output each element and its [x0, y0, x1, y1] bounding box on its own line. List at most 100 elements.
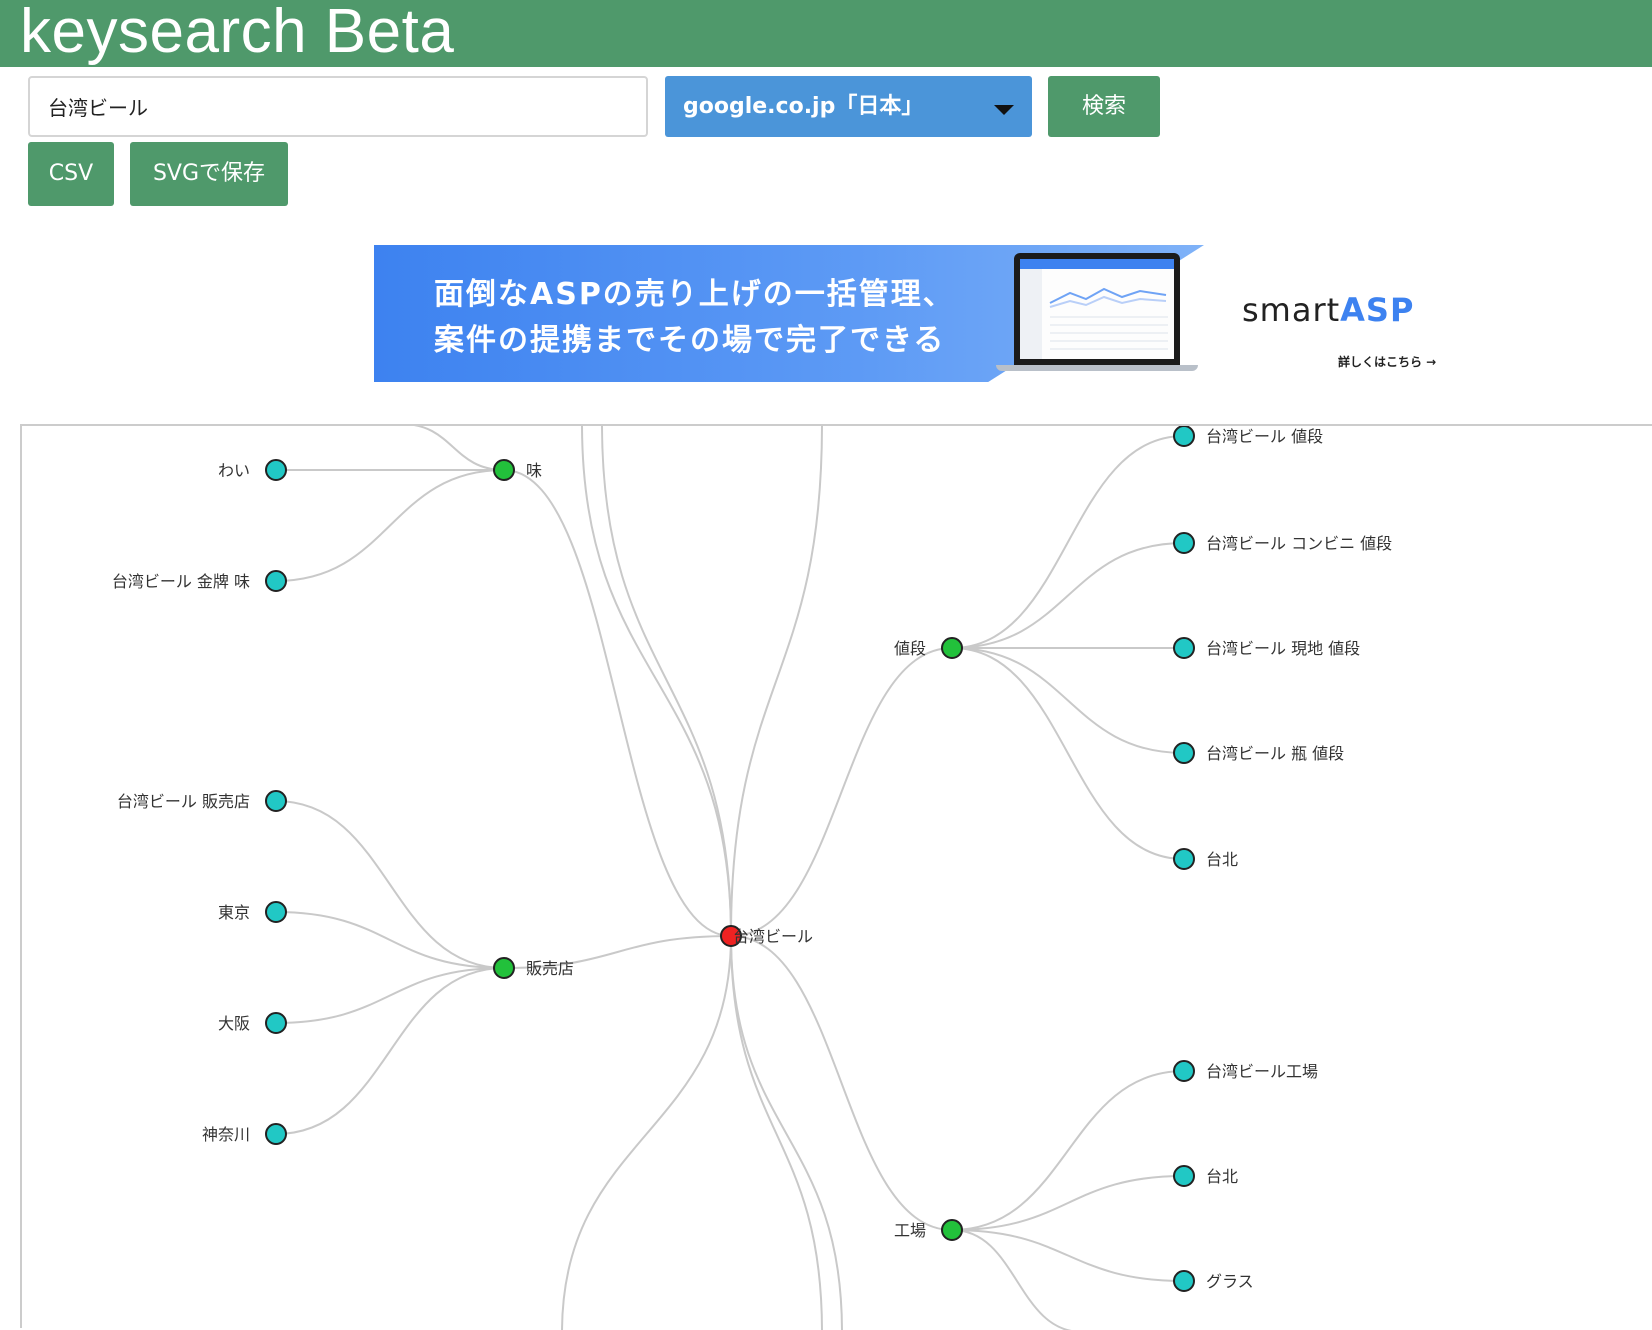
link-root-offscreen-bottom-2 — [730, 935, 823, 1330]
link-root-offscreen-top-2 — [601, 426, 732, 937]
leaf-node-13-circle[interactable] — [1173, 1270, 1195, 1292]
link-root-group-1 — [503, 935, 732, 969]
group-node-0[interactable]: 味 — [493, 459, 542, 481]
leaf-node-12[interactable]: 台北 — [1173, 1165, 1238, 1187]
leaf-node-2[interactable]: 台湾ビール 販売店 — [117, 790, 287, 812]
leaf-node-0[interactable]: わい — [218, 459, 287, 481]
leaf-node-4[interactable]: 大阪 — [218, 1012, 287, 1034]
group-node-3-circle[interactable] — [941, 1219, 963, 1241]
domain-select-value: google.co.jp「日本」 — [683, 94, 924, 119]
leaf-node-13[interactable]: グラス — [1173, 1270, 1254, 1292]
group-node-2-label: 値段 — [894, 639, 926, 658]
link-root-offscreen-top-3 — [730, 426, 823, 937]
link-root-offscreen-bottom-3 — [730, 935, 843, 1330]
link-root-group-3 — [730, 935, 953, 1231]
group-node-2[interactable]: 値段 — [894, 637, 963, 659]
leaf-node-0-circle[interactable] — [265, 459, 287, 481]
leaf-node-6-label: 台湾ビール 値段 — [1206, 427, 1323, 446]
leaf-node-2-circle[interactable] — [265, 790, 287, 812]
leaf-node-2-label: 台湾ビール 販売店 — [117, 792, 250, 811]
group-node-0-circle[interactable] — [493, 459, 515, 481]
laptop-base — [996, 365, 1198, 371]
leaf-node-12-circle[interactable] — [1173, 1165, 1195, 1187]
link-group-leaf-1 — [275, 469, 505, 582]
leaf-node-9-circle[interactable] — [1173, 742, 1195, 764]
leaf-node-10-circle[interactable] — [1173, 848, 1195, 870]
link-group-leaf-11 — [951, 1070, 1185, 1231]
link-group-leaf-9 — [951, 647, 1185, 754]
link-group-leaf-4 — [275, 967, 505, 1024]
leaf-node-12-label: 台北 — [1206, 1167, 1238, 1186]
root-node-circle[interactable] — [720, 925, 742, 947]
save-svg-button[interactable]: SVGで保存 — [130, 142, 288, 206]
leaf-node-8[interactable]: 台湾ビール 現地 値段 — [1173, 637, 1360, 659]
group-node-1[interactable]: 販売店 — [493, 957, 574, 979]
link-group-leaf-12 — [951, 1175, 1185, 1231]
leaf-node-0-label: わい — [218, 461, 250, 480]
laptop-screen-content — [1020, 259, 1174, 359]
leaf-node-10[interactable]: 台北 — [1173, 848, 1238, 870]
dashboard-thumbnail — [1020, 259, 1174, 359]
csv-button[interactable]: CSV — [28, 142, 114, 206]
link-root-offscreen-bottom-1 — [561, 935, 732, 1330]
domain-select[interactable]: google.co.jp「日本」 — [665, 76, 1032, 137]
search-button[interactable]: 検索 — [1048, 76, 1160, 137]
smartasp-logo: smartASP — [1242, 291, 1414, 329]
links-layer — [275, 426, 1185, 1330]
search-input[interactable] — [28, 76, 648, 137]
laptop-screen — [1014, 253, 1180, 365]
link-root-offscreen-top-1 — [581, 426, 732, 937]
leaf-node-6-circle[interactable] — [1173, 426, 1195, 447]
root-node[interactable]: 台湾ビール — [720, 925, 813, 947]
leaf-node-3[interactable]: 東京 — [218, 901, 287, 923]
banner-text-line1: 面倒なASPの売り上げの一括管理、 — [434, 277, 955, 312]
leaf-node-4-label: 大阪 — [218, 1014, 250, 1033]
leaf-node-1-circle[interactable] — [265, 570, 287, 592]
leaf-node-8-circle[interactable] — [1173, 637, 1195, 659]
logo-accent: ASP — [1340, 291, 1415, 329]
group-node-1-label: 販売店 — [526, 959, 574, 978]
group-node-0-label: 味 — [526, 461, 542, 480]
link-group-leaf-5 — [275, 967, 505, 1135]
group-node-3[interactable]: 工場 — [894, 1219, 963, 1241]
leaf-node-7[interactable]: 台湾ビール コンビニ 値段 — [1173, 532, 1392, 554]
ad-banner[interactable]: 面倒なASPの売り上げの一括管理、 案件の提携までその場で完了できる — [374, 245, 1464, 382]
leaf-node-9[interactable]: 台湾ビール 瓶 値段 — [1173, 742, 1344, 764]
leaf-node-9-label: 台湾ビール 瓶 値段 — [1206, 744, 1344, 763]
banner-details-link[interactable]: 詳しくはこちら → — [1338, 355, 1437, 369]
link-root-group-2 — [730, 647, 953, 937]
leaf-node-7-label: 台湾ビール コンビニ 値段 — [1206, 534, 1392, 553]
app-header: keysearch Beta — [0, 0, 1652, 67]
leaf-node-5[interactable]: 神奈川 — [202, 1123, 287, 1145]
leaf-node-5-circle[interactable] — [265, 1123, 287, 1145]
root-node-label: 台湾ビール — [733, 927, 813, 946]
link-group-leaf-7 — [951, 542, 1185, 649]
group-node-3-label: 工場 — [894, 1221, 926, 1240]
group-node-1-circle[interactable] — [493, 957, 515, 979]
leaf-node-11-label: 台湾ビール工場 — [1206, 1062, 1318, 1081]
leaf-node-1[interactable]: 台湾ビール 金牌 味 — [112, 570, 287, 592]
link-group-offscreen-2 — [951, 1229, 1073, 1330]
link-group-offscreen-1 — [413, 426, 505, 471]
laptop-image — [996, 253, 1198, 371]
link-group-leaf-3 — [275, 911, 505, 969]
leaf-node-11[interactable]: 台湾ビール工場 — [1173, 1060, 1318, 1082]
leaf-node-11-circle[interactable] — [1173, 1060, 1195, 1082]
link-group-leaf-2 — [275, 800, 505, 969]
leaf-node-13-label: グラス — [1206, 1272, 1254, 1291]
brand-title: keysearch Beta — [20, 0, 455, 66]
banner-text-line2: 案件の提携までその場で完了できる — [434, 323, 946, 358]
leaf-node-1-label: 台湾ビール 金牌 味 — [112, 572, 250, 591]
leaf-node-5-label: 神奈川 — [202, 1125, 250, 1144]
leaf-node-7-circle[interactable] — [1173, 532, 1195, 554]
leaf-node-6[interactable]: 台湾ビール 値段 — [1173, 426, 1323, 447]
link-group-leaf-13 — [951, 1229, 1185, 1282]
group-node-2-circle[interactable] — [941, 637, 963, 659]
leaf-node-3-label: 東京 — [218, 903, 250, 922]
leaf-node-4-circle[interactable] — [265, 1012, 287, 1034]
leaf-node-8-label: 台湾ビール 現地 値段 — [1206, 639, 1360, 658]
keyword-tree-graph: わい台湾ビール 金牌 味台湾ビール 販売店東京大阪神奈川台湾ビール 値段台湾ビー… — [20, 424, 1652, 1330]
leaf-node-3-circle[interactable] — [265, 901, 287, 923]
